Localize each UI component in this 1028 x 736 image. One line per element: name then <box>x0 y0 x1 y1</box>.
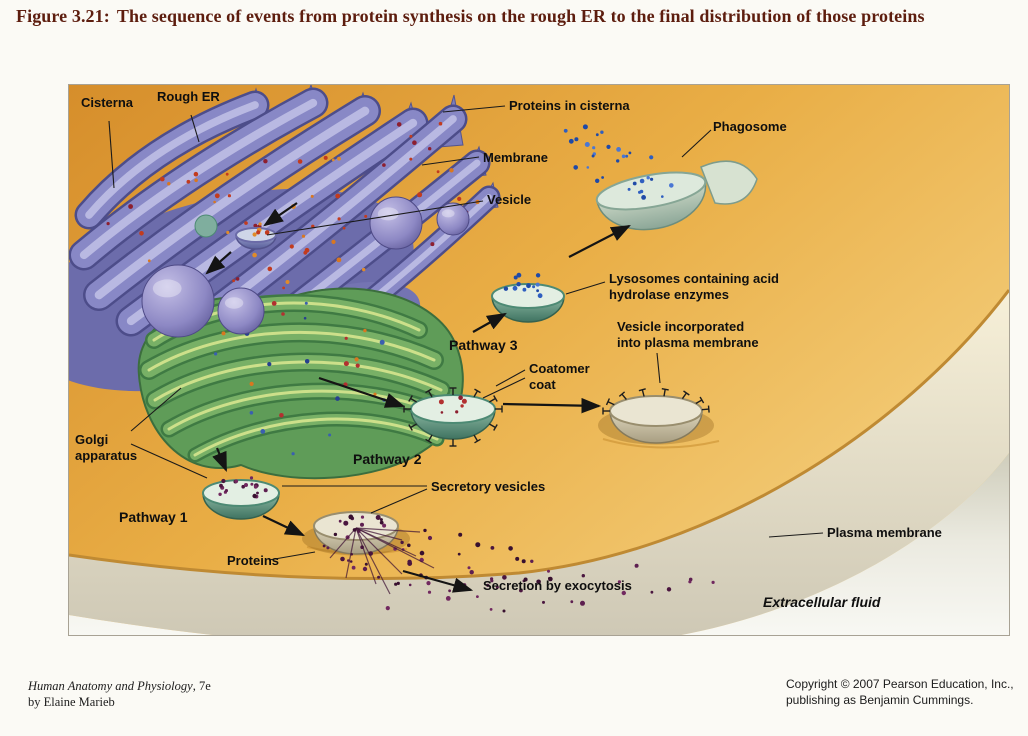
label-membrane: Membrane <box>483 150 549 165</box>
book-edition: , 7e <box>192 679 211 693</box>
extracellular-region <box>69 453 1009 635</box>
vesicle-sphere <box>141 264 215 338</box>
label-vesicle-incorporated: Vesicle incorporated into plasma membran… <box>617 319 759 351</box>
cell-diagram-canvas <box>69 85 1009 635</box>
copyright-notice: Copyright © 2007 Pearson Education, Inc.… <box>786 676 1014 708</box>
label-cisterna: Cisterna <box>81 95 134 110</box>
arrow-lysosome-to-phagosome <box>568 224 631 258</box>
membrane-vesicle-cup <box>598 388 714 445</box>
exocytosis-spray <box>322 514 715 613</box>
cell-diagram: Cisterna Rough ER Proteins in cisterna P… <box>68 84 1010 636</box>
membrane-surface-line <box>69 289 1009 581</box>
book-credit: Human Anatomy and Physiology, 7e by Elai… <box>28 678 211 711</box>
protein-stream-dots <box>218 124 674 499</box>
vesicle-sphere <box>369 196 423 250</box>
figure-caption: The sequence of events from protein synt… <box>116 6 925 26</box>
lysosome-cup <box>491 283 565 323</box>
label-coatomer-coat: Coatomer coat <box>529 361 590 393</box>
arrow-vesicle-to-exocytosis <box>262 515 305 536</box>
label-vesicle: Vesicle <box>487 192 532 207</box>
book-author: by Elaine Marieb <box>28 695 115 710</box>
label-lysosomes: Lysosomes containing acid hydrolase enzy… <box>609 271 780 303</box>
label-phagosome: Phagosome <box>713 119 787 134</box>
coatomer-vesicle-cup <box>403 387 503 447</box>
label-extracellular-fluid: Extracellular fluid <box>763 594 881 610</box>
label-golgi-apparatus: Golgi apparatus <box>75 432 138 464</box>
figure-title: Figure 3.21: The sequence of events from … <box>16 6 1022 27</box>
golgi-apparatus-illustration <box>137 287 464 480</box>
label-proteins-in-cisterna: Proteins in cisterna <box>509 98 630 113</box>
pathway-arrows <box>205 202 631 593</box>
arrow-vesicle-to-golgi <box>205 251 232 275</box>
arrow-golgi-to-coatomer <box>318 376 406 408</box>
golgi-cisternae <box>139 294 453 463</box>
golgi-protein-dots <box>214 301 386 456</box>
label-leader-lines <box>108 105 824 561</box>
phagosome-flap <box>700 160 758 205</box>
arrow-secretion <box>402 569 474 593</box>
transport-vesicle-spheres <box>141 196 470 338</box>
copyright-line-1: Copyright © 2007 Pearson Education, Inc.… <box>786 677 1014 691</box>
label-proteins: Proteins <box>227 553 280 568</box>
figure-number: Figure 3.21: <box>16 6 110 26</box>
arrow-coatomer-to-membrane <box>502 397 602 414</box>
arrow-pathway1 <box>212 447 228 473</box>
membrane-crease <box>602 438 720 449</box>
label-pathway-3: Pathway 3 <box>449 337 518 353</box>
er-vesicle-cup <box>235 227 277 250</box>
vesicle-sphere <box>436 202 470 236</box>
label-secretory-vesicles: Secretory vesicles <box>431 479 546 494</box>
label-pathway-2: Pathway 2 <box>353 451 422 467</box>
label-secretion-by-exocytosis: Secretion by exocytosis <box>483 578 632 593</box>
book-title: Human Anatomy and Physiology <box>28 679 193 693</box>
arrow-pathway3 <box>472 312 507 333</box>
arrow-er-to-vesicle <box>263 202 298 227</box>
plasma-membrane-edge <box>69 290 1009 635</box>
label-plasma-membrane: Plasma membrane <box>827 525 942 540</box>
label-pathway-1: Pathway 1 <box>119 509 188 525</box>
copyright-line-2: publishing as Benjamin Cummings. <box>786 693 974 708</box>
label-rough-er: Rough ER <box>157 89 220 104</box>
phagosome-cup <box>595 171 707 231</box>
vesicle-sphere <box>217 287 265 335</box>
